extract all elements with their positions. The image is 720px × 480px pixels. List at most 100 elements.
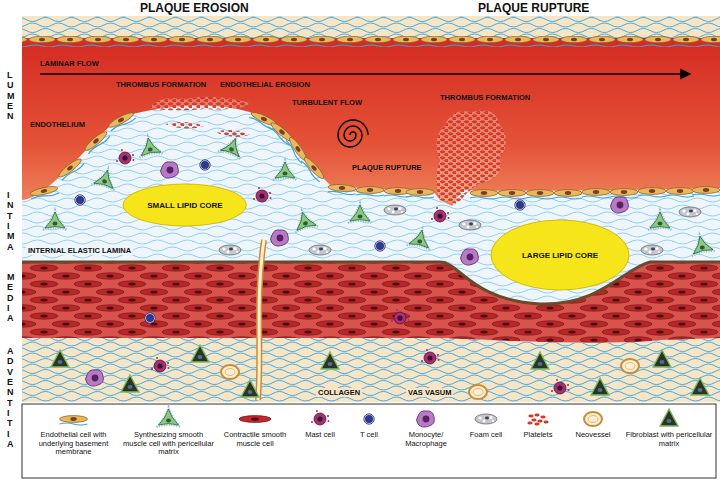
intima-cells-part	[688, 232, 716, 257]
layer-label: MEDIA	[7, 272, 12, 324]
legend-icon-shape	[584, 412, 602, 426]
legend-icon-shape	[528, 414, 549, 425]
intima-collagen	[22, 106, 720, 304]
callout-label: COLLAGEN	[316, 388, 362, 397]
intima-cells-part	[219, 245, 241, 255]
intima-cells-part	[679, 207, 701, 217]
intima-cells-part	[290, 207, 318, 233]
plaque-endothelium-part	[57, 157, 85, 182]
plaque-endothelium-part	[666, 188, 694, 197]
intima-cells-part	[309, 245, 331, 255]
plaque-endothelium-part	[526, 190, 554, 199]
intima-cells-part	[384, 205, 406, 215]
legend-icon-shape	[239, 416, 271, 423]
legend-icon	[26, 407, 121, 431]
rupture-thrombus	[436, 110, 506, 204]
callout-label: VAS VASUM	[406, 388, 453, 397]
intima-cells-part	[641, 245, 663, 255]
plaque-endothelium-part	[83, 129, 110, 154]
legend-icon-shape	[60, 416, 88, 425]
platelet-streak	[215, 130, 250, 137]
legend-text: Endothelial cell with underlying basemen…	[26, 431, 121, 457]
media-cells-part	[391, 309, 410, 324]
intima-cells-part	[116, 149, 135, 164]
adventitia-cells	[51, 345, 709, 399]
legend-item: Platelets	[512, 407, 564, 440]
intima-cells-part	[459, 220, 481, 230]
legend-item: Neovessel	[564, 407, 622, 440]
intima-cells-part	[348, 203, 372, 223]
plaque-endothelium-part	[582, 189, 610, 198]
callout-label: THROMBUS FORMATION	[116, 80, 206, 89]
callout-label: THROMBUS FORMATION	[440, 93, 530, 102]
lipid-core: LARGE LIPID CORE	[490, 219, 630, 291]
adventitia-cells-part	[121, 375, 139, 392]
adventitia-cells-part	[621, 359, 639, 373]
legend-item: Foam cell	[460, 407, 512, 440]
intima-cells-part	[461, 249, 479, 265]
legend-item: T cell	[346, 407, 392, 440]
callout-label: ENDOTHELIUM	[30, 120, 85, 129]
legend-icon	[622, 407, 716, 431]
legend-icon	[346, 407, 392, 431]
callout-label: ENDOTHELIAL EROSION	[220, 80, 310, 89]
panel-heading: PLAQUE EROSION	[140, 1, 249, 15]
legend-text: Synthesizing smooth muscle cell with per…	[121, 431, 216, 457]
callout-label: INTERNAL ELASTIC LAMINA	[26, 246, 133, 255]
legend-icon	[392, 407, 460, 431]
legend-icon-shape	[417, 411, 435, 427]
adventitia-cells-part	[221, 365, 239, 379]
intima-cells-part	[136, 134, 163, 158]
intima-cells-part	[161, 162, 179, 178]
erosion-thrombus-ground	[148, 97, 250, 111]
adventitia-collagen	[22, 338, 720, 402]
layer-label: ADVENTITIA	[7, 346, 12, 449]
plaque-endothelium-part	[328, 184, 357, 195]
media-cells	[145, 309, 410, 324]
legend-text: Fibroblast with pericellular matrix	[622, 431, 716, 448]
legend-text: Foam cell	[460, 431, 512, 440]
intima-cells-part	[253, 187, 272, 202]
adventitia-cells-part	[421, 349, 440, 364]
media-cells-part	[145, 313, 155, 323]
intima-cells-part	[515, 200, 525, 210]
legend-icon-shape	[311, 410, 330, 425]
plaque-endothelium-part	[107, 110, 136, 131]
legend-text: Mast cell	[294, 431, 346, 440]
plaque-endothelium-part	[406, 189, 434, 198]
adventitia-cells-part	[591, 378, 609, 395]
legend-text: T cell	[346, 431, 392, 440]
intima-cells-part	[407, 226, 435, 251]
flow-label: TURBULENT FLOW	[292, 98, 362, 107]
panel-heading: PLAQUE RUPTURE	[478, 1, 589, 15]
intima-cells-part	[648, 210, 672, 230]
legend-item: Monocyte/ Macrophage	[392, 407, 460, 448]
legend-icon	[216, 407, 294, 431]
intima-cells-part	[43, 210, 67, 230]
plaque-endothelium-part	[470, 190, 498, 199]
plaque-endothelium-part	[300, 155, 326, 182]
lipid-core-text-holder: LARGE LIPID CORE	[522, 251, 598, 260]
legend-item: Synthesizing smooth muscle cell with per…	[121, 407, 216, 457]
lipid-core-label: SMALL LIPID CORE	[147, 201, 222, 210]
intima-cells-part	[271, 230, 289, 246]
turbulent-flow-spiral	[338, 120, 368, 147]
legend-item: Fibroblast with pericellular matrix	[622, 407, 716, 448]
laminar-flow-arrow	[40, 73, 690, 74]
intima-cells-part	[431, 207, 450, 222]
lipid-core: SMALL LIPID CORE	[122, 183, 247, 227]
intima-cells-part	[375, 241, 385, 251]
plaque-endothelium-part	[692, 187, 720, 196]
legend-icon	[294, 407, 346, 431]
rupture-thrombus-ground	[436, 110, 506, 204]
legend-icon	[512, 407, 564, 431]
adventitia-cells-part	[86, 370, 104, 386]
legend-icon	[460, 407, 512, 431]
legend-frame	[22, 404, 716, 478]
plaque-endothelium-part	[638, 188, 666, 197]
legend-text: Contractile smooth muscle cell	[216, 431, 294, 448]
plaque-endothelium-part	[498, 190, 526, 199]
adventitia-cells-part	[531, 352, 549, 369]
adventitia-cells-part	[321, 352, 339, 369]
